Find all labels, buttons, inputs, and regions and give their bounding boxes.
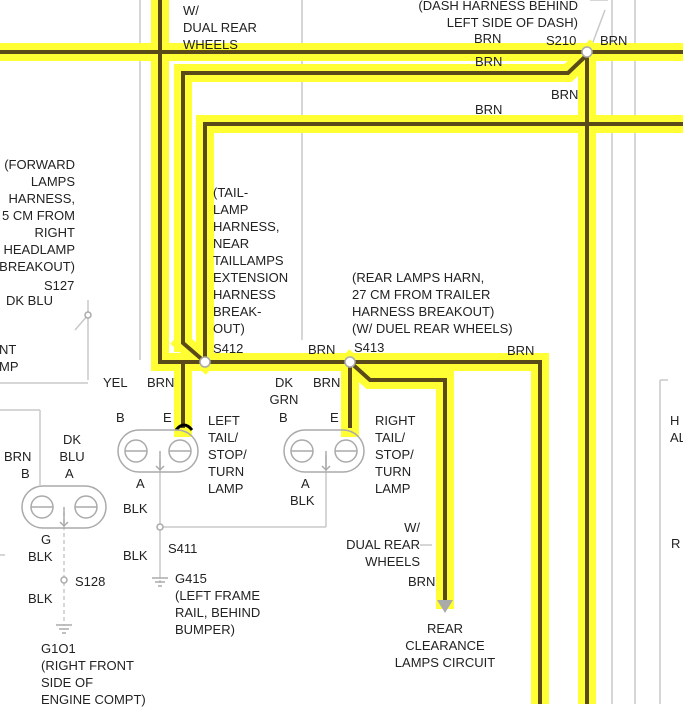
- label-brn-mid2: BRN: [551, 87, 579, 102]
- label-w-dual-rear-bottom: W/ DUAL REAR WHEELS: [346, 520, 420, 569]
- label-nt-mp: NT MP: [0, 342, 19, 374]
- label-s128: S128: [75, 574, 106, 589]
- label-s411: S411: [168, 541, 198, 556]
- label-left-pin-a: A: [136, 476, 145, 491]
- label-left-pin-b: B: [116, 410, 125, 425]
- label-g415: G415 (LEFT FRAME RAIL, BEHIND BUMPER): [175, 571, 261, 637]
- rear-clearance-arrow-icon: [437, 600, 453, 613]
- label-right-lamp: RIGHT TAIL/ STOP/ TURN LAMP: [375, 413, 416, 496]
- label-left-lamp: LEFT TAIL/ STOP/ TURN LAMP: [208, 413, 247, 496]
- label-dk-grn: DK GRN: [269, 375, 299, 407]
- label-blk-right: BLK: [290, 493, 315, 508]
- label-right-pin-a: A: [301, 476, 310, 491]
- label-front-pin-g: G: [41, 532, 52, 547]
- label-brn-mid1: BRN: [475, 54, 503, 69]
- splice-s412: [199, 356, 211, 368]
- label-brn-front: BRN: [4, 449, 32, 464]
- left-lamp-connector: [117, 429, 199, 473]
- label-brn-right-lamp: BRN: [313, 375, 341, 390]
- label-dash-harness: (DASH HARNESS BEHIND LEFT SIDE OF DASH): [418, 0, 578, 30]
- splice-s210: [581, 46, 593, 58]
- label-blk-front: BLK: [28, 549, 53, 564]
- ground-g101: [56, 624, 72, 634]
- label-brn-top1: BRN: [474, 31, 502, 46]
- label-brn-clearance: BRN: [408, 574, 436, 589]
- label-front-pin-b: B: [21, 466, 30, 481]
- label-g101: G1O1 (RIGHT FRONT SIDE OF ENGINE COMPT): [41, 641, 146, 707]
- label-s413: S413: [354, 340, 385, 355]
- label-w-dual-rear-top: W/ DUAL REAR WHEELS: [183, 3, 257, 52]
- label-yel: YEL: [103, 375, 128, 390]
- label-taillamp-harness: (TAIL- LAMP HARNESS, NEAR TAILLAMPS EXTE…: [213, 185, 289, 336]
- label-forward-lamps: (FORWARD LAMPS HARNESS, 5 CM FROM RIGHT …: [0, 157, 75, 274]
- ground-g415: [152, 577, 168, 587]
- label-front-pin-a: A: [65, 466, 74, 481]
- label-right-edge: H AL: [670, 413, 683, 445]
- label-blk-s411: BLK: [123, 548, 148, 563]
- label-brn-left-lamp: BRN: [147, 375, 175, 390]
- label-s210: S210: [546, 33, 577, 48]
- label-left-pin-e: E: [163, 410, 172, 425]
- label-brn-right: BRN: [507, 343, 535, 358]
- label-blk-s128: BLK: [28, 591, 53, 606]
- label-rear-lamps-harn: (REAR LAMPS HARN, 27 CM FROM TRAILER HAR…: [352, 270, 513, 336]
- splice-points: [60, 46, 593, 584]
- label-s412: S412: [213, 341, 244, 356]
- front-lamp-connector: [21, 485, 107, 529]
- splice-s128: [60, 576, 68, 584]
- splice-s127: [84, 311, 92, 319]
- right-lamp-connector: [283, 429, 365, 473]
- splice-s411: [156, 523, 164, 531]
- label-brn-top2: BRN: [600, 33, 628, 48]
- label-dk-blu-stack: DK BLU: [59, 432, 85, 464]
- label-s127: S127: [44, 278, 75, 293]
- ground-symbols: [56, 577, 168, 634]
- label-brn-s412: BRN: [308, 342, 336, 357]
- label-dk-blu: DK BLU: [6, 293, 53, 308]
- label-right-edge-r: R: [671, 536, 681, 551]
- splice-s413: [344, 356, 356, 368]
- label-rear-clearance: REAR CLEARANCE LAMPS CIRCUIT: [394, 621, 496, 670]
- label-brn-mid3: BRN: [475, 102, 503, 117]
- label-right-pin-b: B: [279, 410, 288, 425]
- left-lamp-pin-e-wire: [174, 423, 194, 431]
- label-right-pin-e: E: [330, 410, 339, 425]
- label-blk-left: BLK: [123, 501, 148, 516]
- lamp-connectors: [21, 429, 365, 529]
